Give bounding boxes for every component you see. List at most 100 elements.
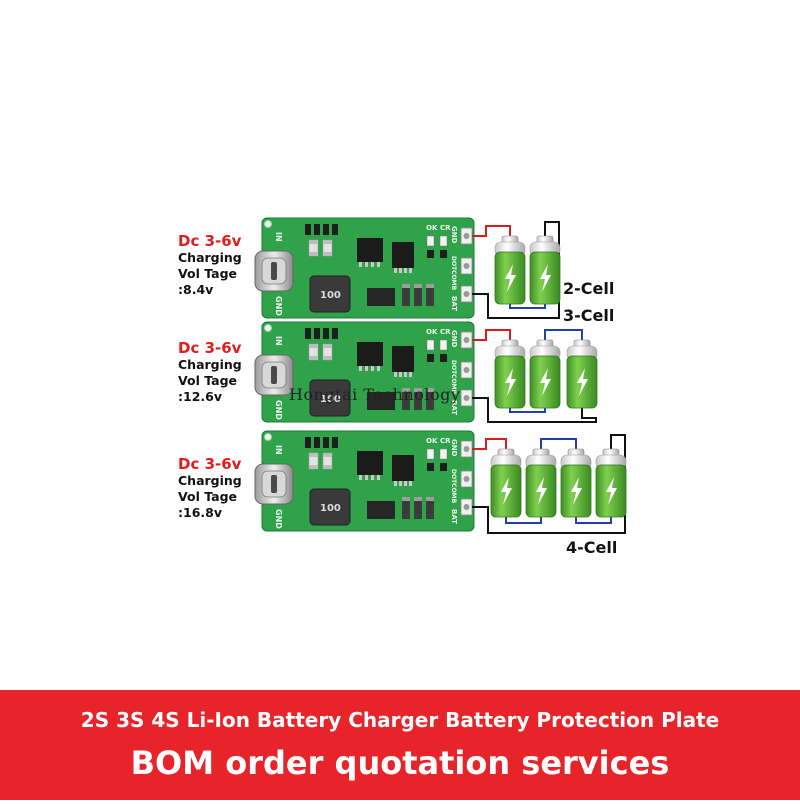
wire-series-link [509,408,546,413]
ic-pin [394,268,397,273]
smd-end [426,284,434,288]
battery-row1-1 [494,235,526,305]
pad-hole [463,504,470,510]
battery-row3-4 [595,448,627,518]
cell-label-4: 4-Cell [566,538,618,557]
cell-label-2: 2-Cell [563,279,615,298]
smd-resistor [314,224,320,235]
board-3-charging: Charging [178,473,242,488]
ic-pin [377,475,380,480]
smd-end [414,284,422,288]
battery-row3-1 [490,448,522,518]
wire-series-link [575,517,612,524]
mounting-hole [264,220,272,228]
ic-pin [394,372,397,377]
ic-pin [371,475,374,480]
ic-chip-2 [392,455,414,481]
ic-pin [359,475,362,480]
ic-pin [409,481,412,486]
board-3-label: Dc 3-6v Charging Vol Tage :16.8v [178,455,268,521]
wire-red [472,438,507,451]
pin-label-gnd-out: GND [450,226,458,244]
led-ok [426,339,435,351]
pin-label-gnd: GND [274,400,283,420]
board-3-voltage: :16.8v [178,505,222,520]
wire-black [472,221,560,319]
cap-end [309,344,318,348]
battery-row3-2 [525,448,557,518]
pin-label-mid: DOTCOMB [450,360,457,395]
smd-resistor [440,250,447,258]
watermark-text: Hongtai Technology [289,385,461,404]
board-2-charging: Charging [178,357,242,372]
smd-end [426,388,434,392]
lightning-bolt-icon [505,264,516,292]
ic-pin [399,268,402,273]
pad-hole [463,446,470,452]
pad-hole [463,395,470,401]
lightning-bolt-icon [501,477,512,505]
cap-end [323,465,332,469]
smd-part [402,284,410,306]
smd-resistor [332,437,338,448]
smd-resistor [305,224,311,235]
pin-label-ok: OK [426,224,438,232]
ic-pin [377,262,380,267]
pad-hole [463,263,470,269]
banner-title: 2S 3S 4S Li-Ion Battery Charger Battery … [80,708,720,732]
ic-chip-1 [357,342,383,366]
pin-label-in: IN [274,336,283,346]
inductor-label: 100 [320,394,341,405]
smd-resistor [427,463,434,471]
board-1-charging: Charging [178,250,242,265]
pin-label-in: IN [274,445,283,455]
smd-part [426,284,434,306]
board-1-voltage-label: Vol Tage [178,266,237,281]
battery-row2-2 [529,339,561,409]
smd-resistor [440,463,447,471]
usb-c-tongue [271,475,277,493]
wire-series-link [540,438,577,451]
pin-label-ok: OK [426,437,438,445]
inductor [309,275,351,313]
board-2-voltage-label: Vol Tage [178,373,237,388]
cap-end [323,252,332,256]
battery-row2-3 [566,339,598,409]
inductor [309,379,351,417]
ic-pin [404,372,407,377]
pin-label-cr: CR [440,328,451,336]
smd-end [414,388,422,392]
smd-resistor [305,328,311,339]
pin-label-gnd: GND [274,509,283,529]
ic-pin [399,372,402,377]
diode-package [367,288,395,306]
smd-resistor [323,437,329,448]
led-ok [426,448,435,460]
wire-black [472,434,626,534]
pad-hole [463,291,470,297]
board-1-voltage: :8.4v [178,282,214,297]
usb-c-tongue [271,262,277,280]
smd-resistor [440,354,447,362]
ic-chip-1 [357,238,383,262]
wire-series-link [505,517,542,524]
cap-end [309,240,318,244]
led-cr [439,235,448,247]
battery-row3-3 [560,448,592,518]
cap-end [323,453,332,457]
led-cr [439,339,448,351]
ic-pin [399,481,402,486]
smd-resistor [305,437,311,448]
smd-part [414,497,422,519]
wiring-row-1 [472,221,560,319]
ic-pin [409,372,412,377]
pin-label-cr: CR [440,224,451,232]
smd-part [414,284,422,306]
smd-resistor [323,224,329,235]
ic-pin [409,268,412,273]
wiring-row-2 [472,329,597,423]
